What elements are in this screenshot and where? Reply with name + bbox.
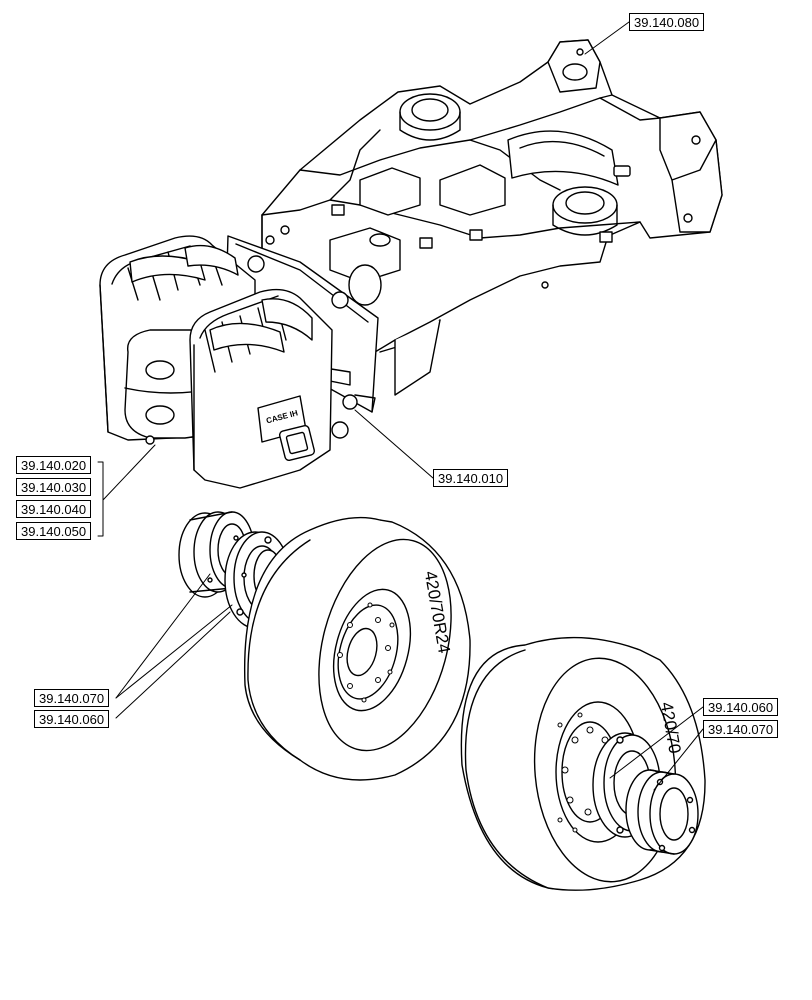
- callout-stack-050[interactable]: 39.140.050: [16, 522, 92, 540]
- right-wheel-spacer: [625, 769, 699, 855]
- front-weight-front-block: CASE IH: [189, 288, 333, 489]
- callout-stack-030[interactable]: 39.140.030: [16, 478, 92, 496]
- callout-stack-020[interactable]: 39.140.020: [16, 456, 92, 474]
- left-tire: 420/70R24: [243, 516, 471, 781]
- callout-right-spacer[interactable]: 39.140.070: [703, 720, 779, 738]
- callout-stack-040[interactable]: 39.140.040: [16, 500, 92, 518]
- callout-left-ring[interactable]: 39.140.060: [34, 710, 110, 728]
- callout-leader-lines: [97, 21, 704, 791]
- callout-right-ring[interactable]: 39.140.060: [703, 698, 779, 716]
- callout-left-spacer[interactable]: 39.140.070: [34, 689, 110, 707]
- callout-weights-bracket[interactable]: 39.140.010: [433, 469, 509, 487]
- callout-frame-top[interactable]: 39.140.080: [629, 13, 705, 31]
